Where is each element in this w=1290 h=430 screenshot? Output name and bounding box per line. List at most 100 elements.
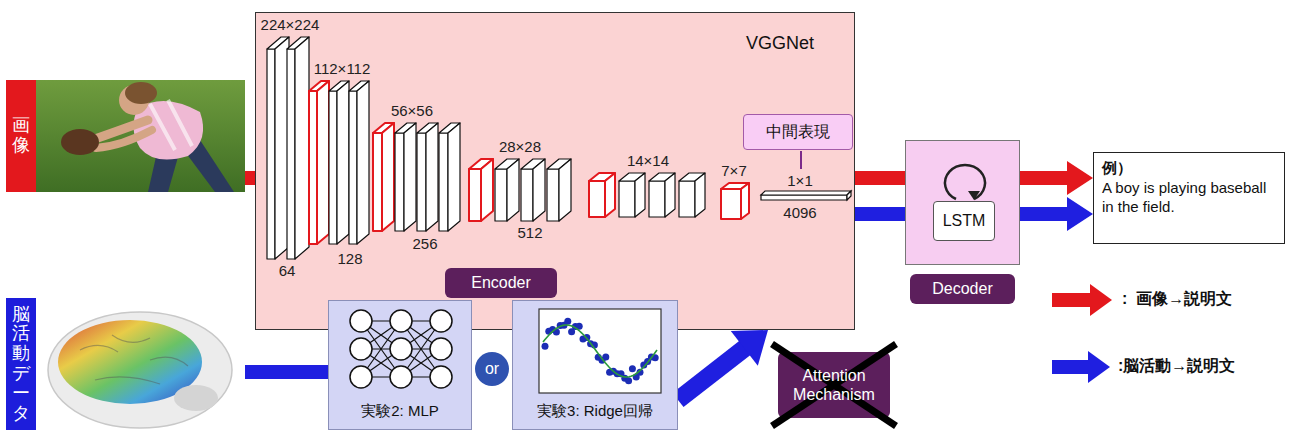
network-unit <box>430 366 452 388</box>
feature-box: 中間表現 <box>743 114 853 150</box>
conv-layer <box>559 159 571 221</box>
legend-text: : 画像→説明文 <box>1122 289 1232 310</box>
pooling-layer <box>741 183 749 219</box>
pooling-layer <box>721 189 741 219</box>
legend-arrow-head <box>1090 284 1112 316</box>
legend-arrow-shaft <box>1052 360 1091 374</box>
data-point <box>629 365 636 372</box>
pooling-layer <box>469 169 481 221</box>
decoder-panel: DecoderLSTM <box>905 140 1020 265</box>
conv-layer <box>448 123 460 231</box>
dimension-label: 7×7 <box>721 162 746 179</box>
pooling-layer <box>373 133 382 231</box>
conv-layer <box>649 181 665 217</box>
input-band: 脳活動データ <box>6 298 36 430</box>
dimension-label: 1×1 <box>787 172 812 189</box>
conv-layer <box>267 49 275 259</box>
conv-layer <box>521 169 533 221</box>
channel-label: 256 <box>412 235 437 252</box>
tag-label: Encoder <box>471 274 531 292</box>
conv-layer <box>547 169 559 221</box>
recurrence-loop <box>945 165 985 199</box>
conv-layer <box>695 173 705 217</box>
network-unit <box>390 366 412 388</box>
leader-line <box>800 151 802 169</box>
network-unit <box>430 338 452 360</box>
recurrence-head <box>968 191 980 200</box>
photo-hair <box>125 82 157 104</box>
band-label: 脳活動データ <box>12 305 30 424</box>
conv-layer <box>395 133 404 231</box>
photo-shirt-stripe <box>150 100 192 150</box>
vector-layer <box>847 191 851 200</box>
legend-arrow <box>1052 284 1112 316</box>
channel-label: 64 <box>279 262 296 279</box>
flow-arrow-head <box>731 330 768 366</box>
conv-layer <box>635 173 645 217</box>
dimension-label: 224×224 <box>261 16 320 33</box>
photo <box>36 80 245 192</box>
photo-arm <box>96 130 152 148</box>
conv-layer <box>665 173 675 217</box>
flow-arrow <box>855 214 905 215</box>
photo-glove <box>61 129 99 155</box>
flow-arrow <box>1020 197 1093 231</box>
legend-text: :脳活動→説明文 <box>1118 356 1235 377</box>
channel-label: 4096 <box>783 204 816 221</box>
network-unit <box>350 338 372 360</box>
dimension-label: 14×14 <box>627 152 669 169</box>
head-outline <box>48 312 232 428</box>
data-point <box>625 377 632 384</box>
pooling-layer <box>382 123 394 231</box>
brain-cerebellum <box>174 385 218 411</box>
photo-grass <box>36 80 245 192</box>
pooling-layer <box>317 81 329 244</box>
experiment-box: 実験2: MLP <box>328 300 472 430</box>
caption-text: 例） <box>1102 158 1276 178</box>
box-label: 実験2: MLP <box>361 402 439 421</box>
plot-frame <box>539 309 661 393</box>
conv-layer <box>619 181 635 217</box>
attention-box: Attention Mechanism <box>778 352 890 418</box>
box-label: 実験3: Ridge回帰 <box>537 402 653 421</box>
brain-image <box>36 298 245 430</box>
network-name: VGGNet <box>746 33 814 54</box>
box-label: LSTM <box>943 212 986 230</box>
brain-sulci <box>80 335 188 384</box>
channel-label: 512 <box>517 224 542 241</box>
conv-layer <box>439 133 448 231</box>
circle-label: or <box>485 360 499 378</box>
flow-arrow-shaft <box>1020 207 1071 221</box>
network-unit <box>350 310 372 332</box>
data-point <box>564 318 571 325</box>
pooling-layer <box>605 173 615 217</box>
box-label: Attention Mechanism <box>784 366 884 404</box>
conv-layer <box>495 169 507 221</box>
flow-arrow-shaft <box>1020 171 1071 185</box>
fit-curve <box>543 325 657 377</box>
conv-layer <box>287 49 295 259</box>
lstm-box: LSTM <box>933 201 995 241</box>
network-unit <box>430 310 452 332</box>
conv-layer <box>507 159 519 221</box>
legend-arrow-shaft <box>1052 293 1093 307</box>
cross-line <box>772 344 896 426</box>
flow-arrow-head <box>1067 161 1093 195</box>
experiment-box: 実験3: Ridge回帰 <box>512 300 678 430</box>
flow-arrow-shaft <box>678 346 748 400</box>
conv-layer <box>349 91 357 244</box>
box-label: 中間表現 <box>766 122 830 143</box>
conv-layer <box>679 181 695 217</box>
network-unit <box>350 366 372 388</box>
flow-arrow <box>1020 161 1093 195</box>
band-label: 画像 <box>12 116 30 156</box>
pooling-layer <box>589 181 605 217</box>
conv-layer <box>404 123 416 231</box>
or-circle: or <box>475 352 509 386</box>
data-point <box>542 343 549 350</box>
dimension-label: 56×56 <box>391 102 433 119</box>
caption-text: A boy is playing baseball in the field. <box>1102 178 1276 217</box>
input-band: 画像 <box>6 80 36 192</box>
